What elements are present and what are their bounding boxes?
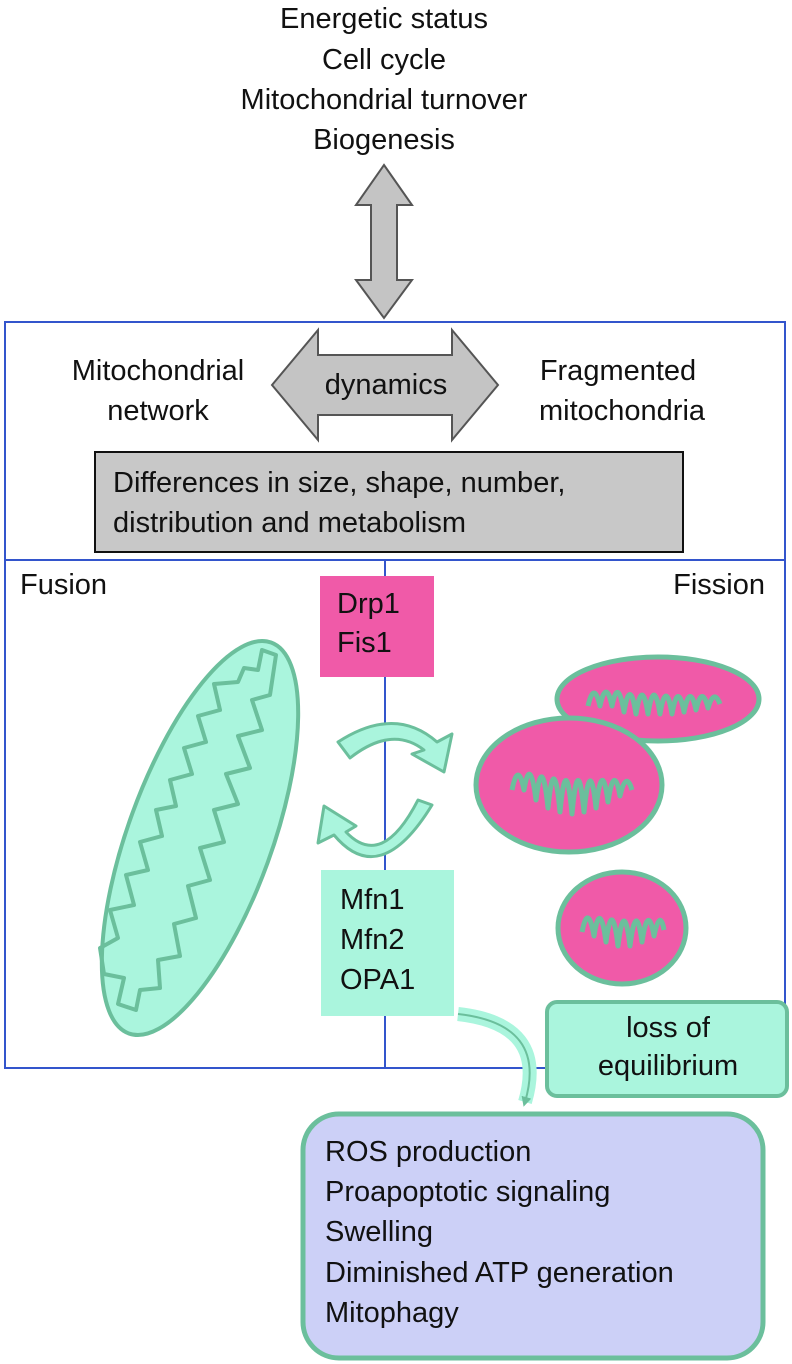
fission-label: Fission [673,569,765,601]
imbalance-line1: loss of [626,1012,711,1044]
elongated-mitochondrion [98,638,301,1038]
network-label-line2: network [107,395,209,427]
consequence-proapoptotic: Proapoptotic signaling [325,1176,610,1208]
consequences-box [300,1111,766,1361]
factor-biogenesis: Biogenesis [313,124,455,156]
fis1-label: Fis1 [337,627,392,659]
network-label-line1: Mitochondrial [72,355,244,387]
dynamics-double-arrow [270,327,500,443]
fragmented-mitochondrion-3 [555,869,689,987]
consequence-ros: ROS production [325,1136,531,1168]
consequence-swelling: Swelling [325,1216,433,1248]
consequence-atp: Diminished ATP generation [325,1257,674,1289]
imbalance-line2: equilibrium [598,1050,738,1082]
differences-line2: distribution and metabolism [113,507,466,539]
vertical-double-arrow [354,163,414,320]
fragmented-mitochondrion-1 [554,654,762,744]
opa1-label: OPA1 [340,964,415,996]
consequence-arrow [457,1007,537,1107]
fission-proteins-box [320,576,434,677]
consequence-mitophagy: Mitophagy [325,1297,459,1329]
fragmented-mitochondrion-2 [473,715,665,855]
fusion-label: Fusion [20,569,107,601]
drp1-label: Drp1 [337,588,400,620]
factor-mitochondrial-turnover: Mitochondrial turnover [241,84,528,116]
differences-box [94,451,684,553]
fission-cycle-arrow [336,722,454,774]
fusion-proteins-box [321,870,454,1016]
mfn2-label: Mfn2 [340,924,404,956]
fragmented-label-line2: mitochondria [539,395,706,427]
fusion-cycle-arrow [316,798,434,859]
factor-energetic-status: Energetic status [280,3,488,35]
imbalance-box [545,1000,789,1098]
mfn1-label: Mfn1 [340,884,404,916]
dynamics-label: dynamics [325,369,448,401]
consequence-arrow-outline [457,1013,531,1103]
factor-cell-cycle: Cell cycle [322,44,446,76]
fragmented-label-line1: Fragmented [540,355,696,387]
differences-line1: Differences in size, shape, number, [113,467,565,499]
